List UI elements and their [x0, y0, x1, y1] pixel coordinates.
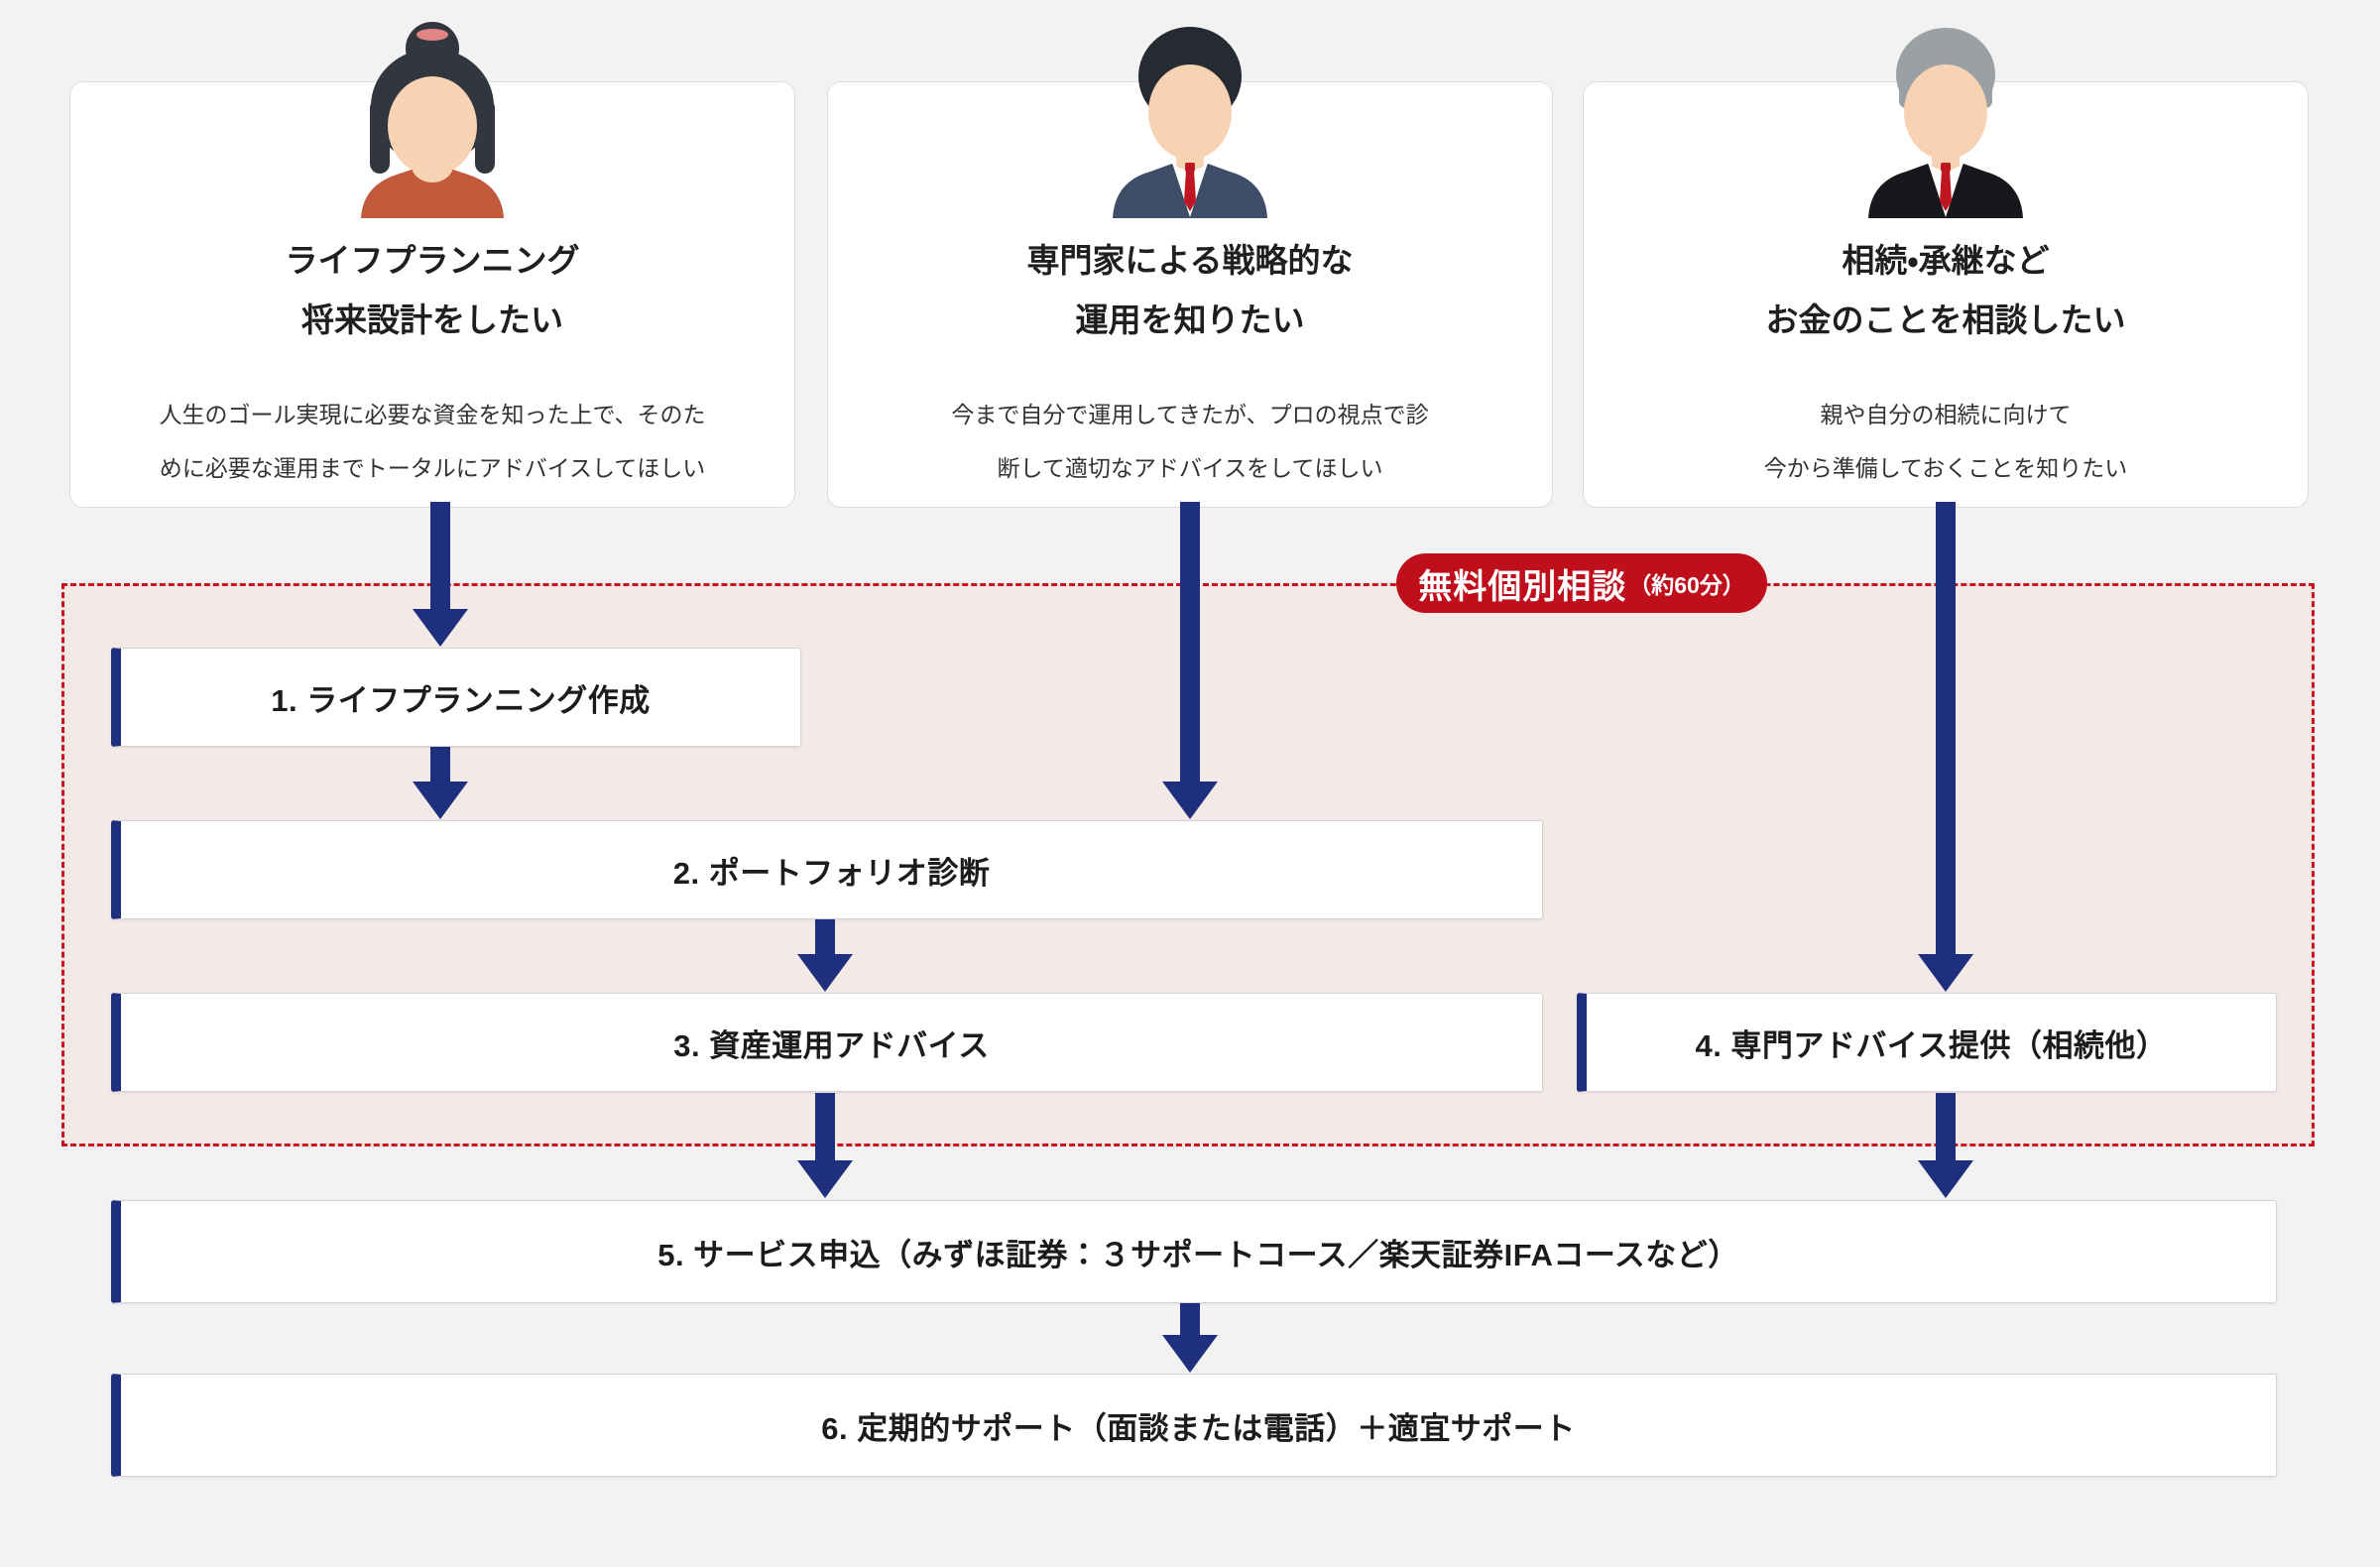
persona-title-line2: 運用を知りたい: [1075, 301, 1305, 339]
persona-desc-line2: めに必要な運用までトータルにアドバイスしてほしい: [159, 455, 706, 482]
arrow-step4-to-step5: [1918, 1093, 1973, 1198]
arrow-shaft: [815, 1093, 835, 1160]
persona-title-line2: お金のことを相談したい: [1765, 301, 2126, 339]
persona-title-line1: 専門家による戦略的な: [1026, 242, 1354, 279]
persona-title-line2: 将来設計をしたい: [301, 301, 563, 339]
arrow-head-icon: [797, 954, 853, 992]
arrow-shaft: [430, 747, 450, 782]
persona-card-strategy: 専門家による戦略的な 運用を知りたい 今まで自分で運用してきたが、プロの視点で診…: [827, 27, 1553, 508]
arrow-shaft: [1936, 1093, 1956, 1160]
arrow-shaft: [1936, 502, 1956, 954]
step-box-4: 4. 専門アドバイス提供（相続他）: [1577, 993, 2277, 1092]
arrow-step2-to-step3: [797, 919, 853, 992]
arrow-head-icon: [1162, 1335, 1218, 1373]
arrow-head-icon: [1162, 782, 1218, 819]
arrow-head-icon: [797, 1160, 853, 1198]
persona-title-line1: ライフプランニング: [285, 242, 580, 279]
arrow-shaft: [430, 502, 450, 609]
woman-avatar: [333, 15, 532, 218]
free-consultation-badge: 無料個別相談 （約60分）: [1396, 553, 1767, 613]
persona-desc: 人生のゴール実現に必要な資金を知った上で、そのた めに必要な運用までトータルにア…: [70, 388, 794, 495]
persona-desc-line1: 人生のゴール実現に必要な資金を知った上で、そのた: [159, 402, 706, 428]
step-box-5: 5. サービス申込（みずほ証券：３サポートコース／楽天証券IFAコースなど）: [111, 1200, 2277, 1303]
arrow-head-icon: [1918, 1160, 1973, 1198]
persona-desc-line1: 今まで自分で運用してきたが、プロの視点で診: [951, 402, 1429, 428]
step-label: 3. 資産運用アドバイス: [673, 1027, 990, 1063]
persona-card-inheritance: 相続・承継など お金のことを相談したい 親や自分の相続に向けて 今から準備してお…: [1583, 28, 2309, 508]
step-label: 2. ポートフォリオ診断: [672, 855, 991, 891]
arrow-head-icon: [413, 782, 468, 819]
persona-title: 専門家による戦略的な 運用を知りたい: [828, 231, 1552, 350]
senior-man-avatar: [1846, 15, 2045, 218]
arrow-head-icon: [413, 609, 468, 647]
arrow-shaft: [1180, 1303, 1200, 1335]
arrow-shaft: [815, 919, 835, 954]
persona-desc-line2: 断して適切なアドバイスをしてほしい: [997, 455, 1383, 482]
persona-desc: 親や自分の相続に向けて 今から準備しておくことを知りたい: [1584, 388, 2308, 495]
step-box-1: 1. ライフプランニング作成: [111, 648, 801, 747]
arrow-head-icon: [1918, 954, 1973, 992]
arrow-card2-to-step2: [1162, 502, 1218, 819]
persona-title: 相続・承継など お金のことを相談したい: [1584, 231, 2308, 350]
persona-desc: 今まで自分で運用してきたが、プロの視点で診 断して適切なアドバイスをしてほしい: [828, 388, 1552, 495]
step-label: 1. ライフプランニング作成: [271, 682, 651, 718]
persona-desc-line1: 親や自分の相続に向けて: [1820, 402, 2072, 428]
step-label: 5. サービス申込（みずほ証券：３サポートコース／楽天証券IFAコースなど）: [657, 1237, 1739, 1272]
persona-title: ライフプランニング 将来設計をしたい: [70, 231, 794, 350]
arrow-step3-to-step5: [797, 1093, 853, 1198]
arrow-step1-to-step2: [413, 747, 468, 819]
step-label: 4. 専門アドバイス提供（相続他）: [1695, 1027, 2168, 1063]
badge-label: 無料個別相談: [1418, 567, 1627, 606]
step-box-2: 2. ポートフォリオ診断: [111, 820, 1543, 919]
badge-note: （約60分）: [1628, 572, 1745, 598]
arrow-shaft: [1180, 502, 1200, 782]
persona-title-line1: 相続・承継など: [1842, 242, 2050, 279]
arrow-step5-to-step6: [1162, 1303, 1218, 1373]
step-box-3: 3. 資産運用アドバイス: [111, 993, 1543, 1092]
businessman-avatar: [1091, 15, 1289, 218]
arrow-card1-to-step1: [413, 502, 468, 647]
persona-desc-line2: 今から準備しておくことを知りたい: [1763, 455, 2128, 482]
step-label: 6. 定期的サポート（面談または電話）＋適宜サポート: [821, 1410, 1576, 1446]
persona-card-lifeplan: ライフプランニング 将来設計をしたい 人生のゴール実現に必要な資金を知った上で、…: [69, 22, 795, 508]
arrow-card3-to-step4: [1918, 502, 1973, 992]
step-box-6: 6. 定期的サポート（面談または電話）＋適宜サポート: [111, 1374, 2277, 1477]
